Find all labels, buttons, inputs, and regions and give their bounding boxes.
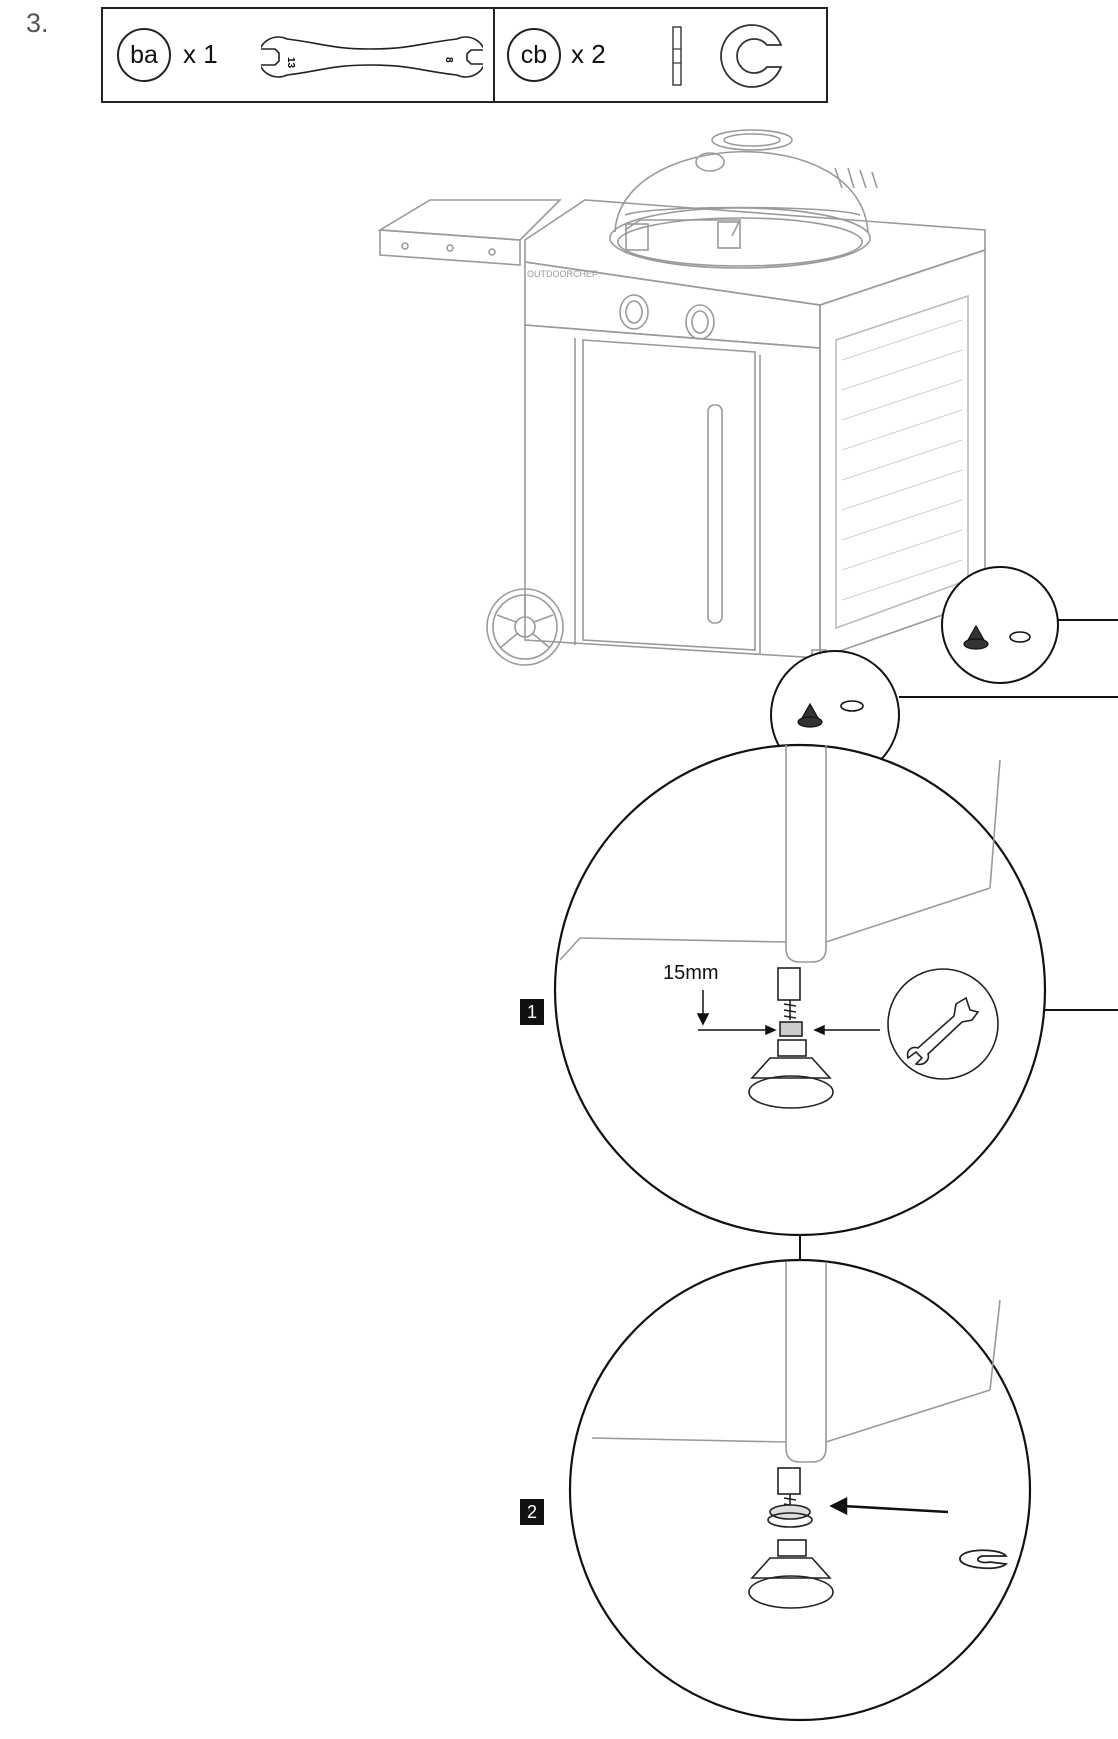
door-handle [707,404,723,624]
part-cell-cb: cb x 2 [495,9,826,101]
parts-table: ba x 1 13 8 cb x 2 [101,7,828,103]
step-number: 3. [26,8,49,38]
detail-badge-1: 1 [520,999,544,1025]
part-qty-cb: x 2 [571,39,606,69]
double-open-end-wrench-icon: 13 8 [261,36,483,78]
part-cell-ba: ba x 1 13 8 [103,9,495,101]
wheel [486,588,564,666]
brand-text: OUTDOORCHEF [527,269,598,279]
wrench-mark-8: 8 [443,57,454,63]
part-code-ba: ba [117,28,171,82]
detail-badge-2: 2 [520,1499,544,1525]
c-clip-washer-side-icon [672,26,682,86]
c-clip-washer-detail-icon [959,1549,1008,1570]
wrench-detail-circle [887,968,999,1080]
callout-circle-rear-leg [941,566,1059,684]
lid-handle [624,219,742,237]
dimension-label: 15mm [663,962,719,984]
c-clip-washer-icon [720,24,783,88]
control-knob-left [619,294,649,330]
wrench-mark-13: 13 [285,57,296,69]
grill-lid [614,150,869,233]
wrench-icon [906,996,980,1066]
part-code-cb: cb [507,28,561,82]
part-qty-ba: x 1 [183,39,218,69]
